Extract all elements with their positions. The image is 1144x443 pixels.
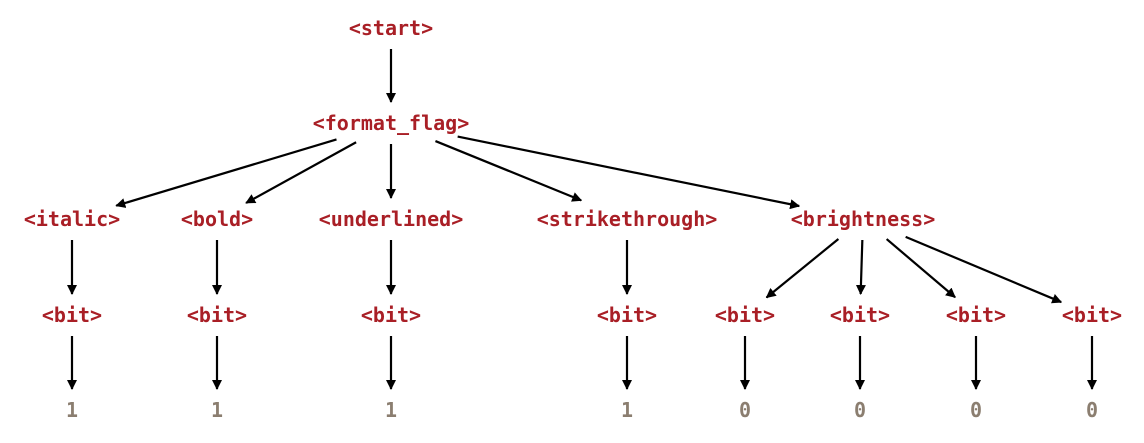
edge-brightness-to-bit-brightness-4	[905, 235, 1063, 304]
terminal-brightness-value-1: 0	[739, 398, 751, 422]
edge-format-flag-to-italic	[115, 138, 337, 208]
edge-brightness-to-bit-brightness-1	[765, 238, 840, 299]
terminal-italic-value: 1	[66, 398, 78, 422]
terminal-underlined-value: 1	[385, 398, 397, 422]
node-bit-strikethrough: <bit>	[597, 303, 657, 327]
node-start: <start>	[349, 16, 433, 40]
node-bit-brightness-1: <bit>	[715, 303, 775, 327]
node-bit-brightness-2: <bit>	[830, 303, 890, 327]
edge-format-flag-to-bold	[245, 141, 357, 204]
edge-brightness-to-bit-brightness-3	[885, 238, 956, 299]
node-bit-brightness-3: <bit>	[946, 303, 1006, 327]
tree-edges	[67, 49, 1097, 390]
edge-brightness-to-bit-brightness-2	[855, 239, 866, 296]
edge-format-flag-to-strikethrough	[435, 140, 583, 202]
node-format-flag: <format_flag>	[313, 111, 470, 135]
terminal-strikethrough-value: 1	[621, 398, 633, 422]
node-underlined: <underlined>	[319, 207, 464, 231]
terminal-brightness-value-3: 0	[970, 398, 982, 422]
node-bit-underlined: <bit>	[361, 303, 421, 327]
node-bit-italic: <bit>	[42, 303, 102, 327]
node-italic: <italic>	[24, 207, 120, 231]
node-bold: <bold>	[181, 207, 253, 231]
node-brightness: <brightness>	[791, 207, 936, 231]
node-bit-brightness-4: <bit>	[1062, 303, 1122, 327]
terminal-bold-value: 1	[211, 398, 223, 422]
edge-format-flag-to-brightness	[457, 135, 801, 210]
node-strikethrough: <strikethrough>	[537, 207, 718, 231]
node-bit-bold: <bit>	[187, 303, 247, 327]
terminal-brightness-value-4: 0	[1086, 398, 1098, 422]
tree-nodes: <start> <format_flag> <italic> <bold> <u…	[24, 16, 1122, 422]
terminal-brightness-value-2: 0	[854, 398, 866, 422]
